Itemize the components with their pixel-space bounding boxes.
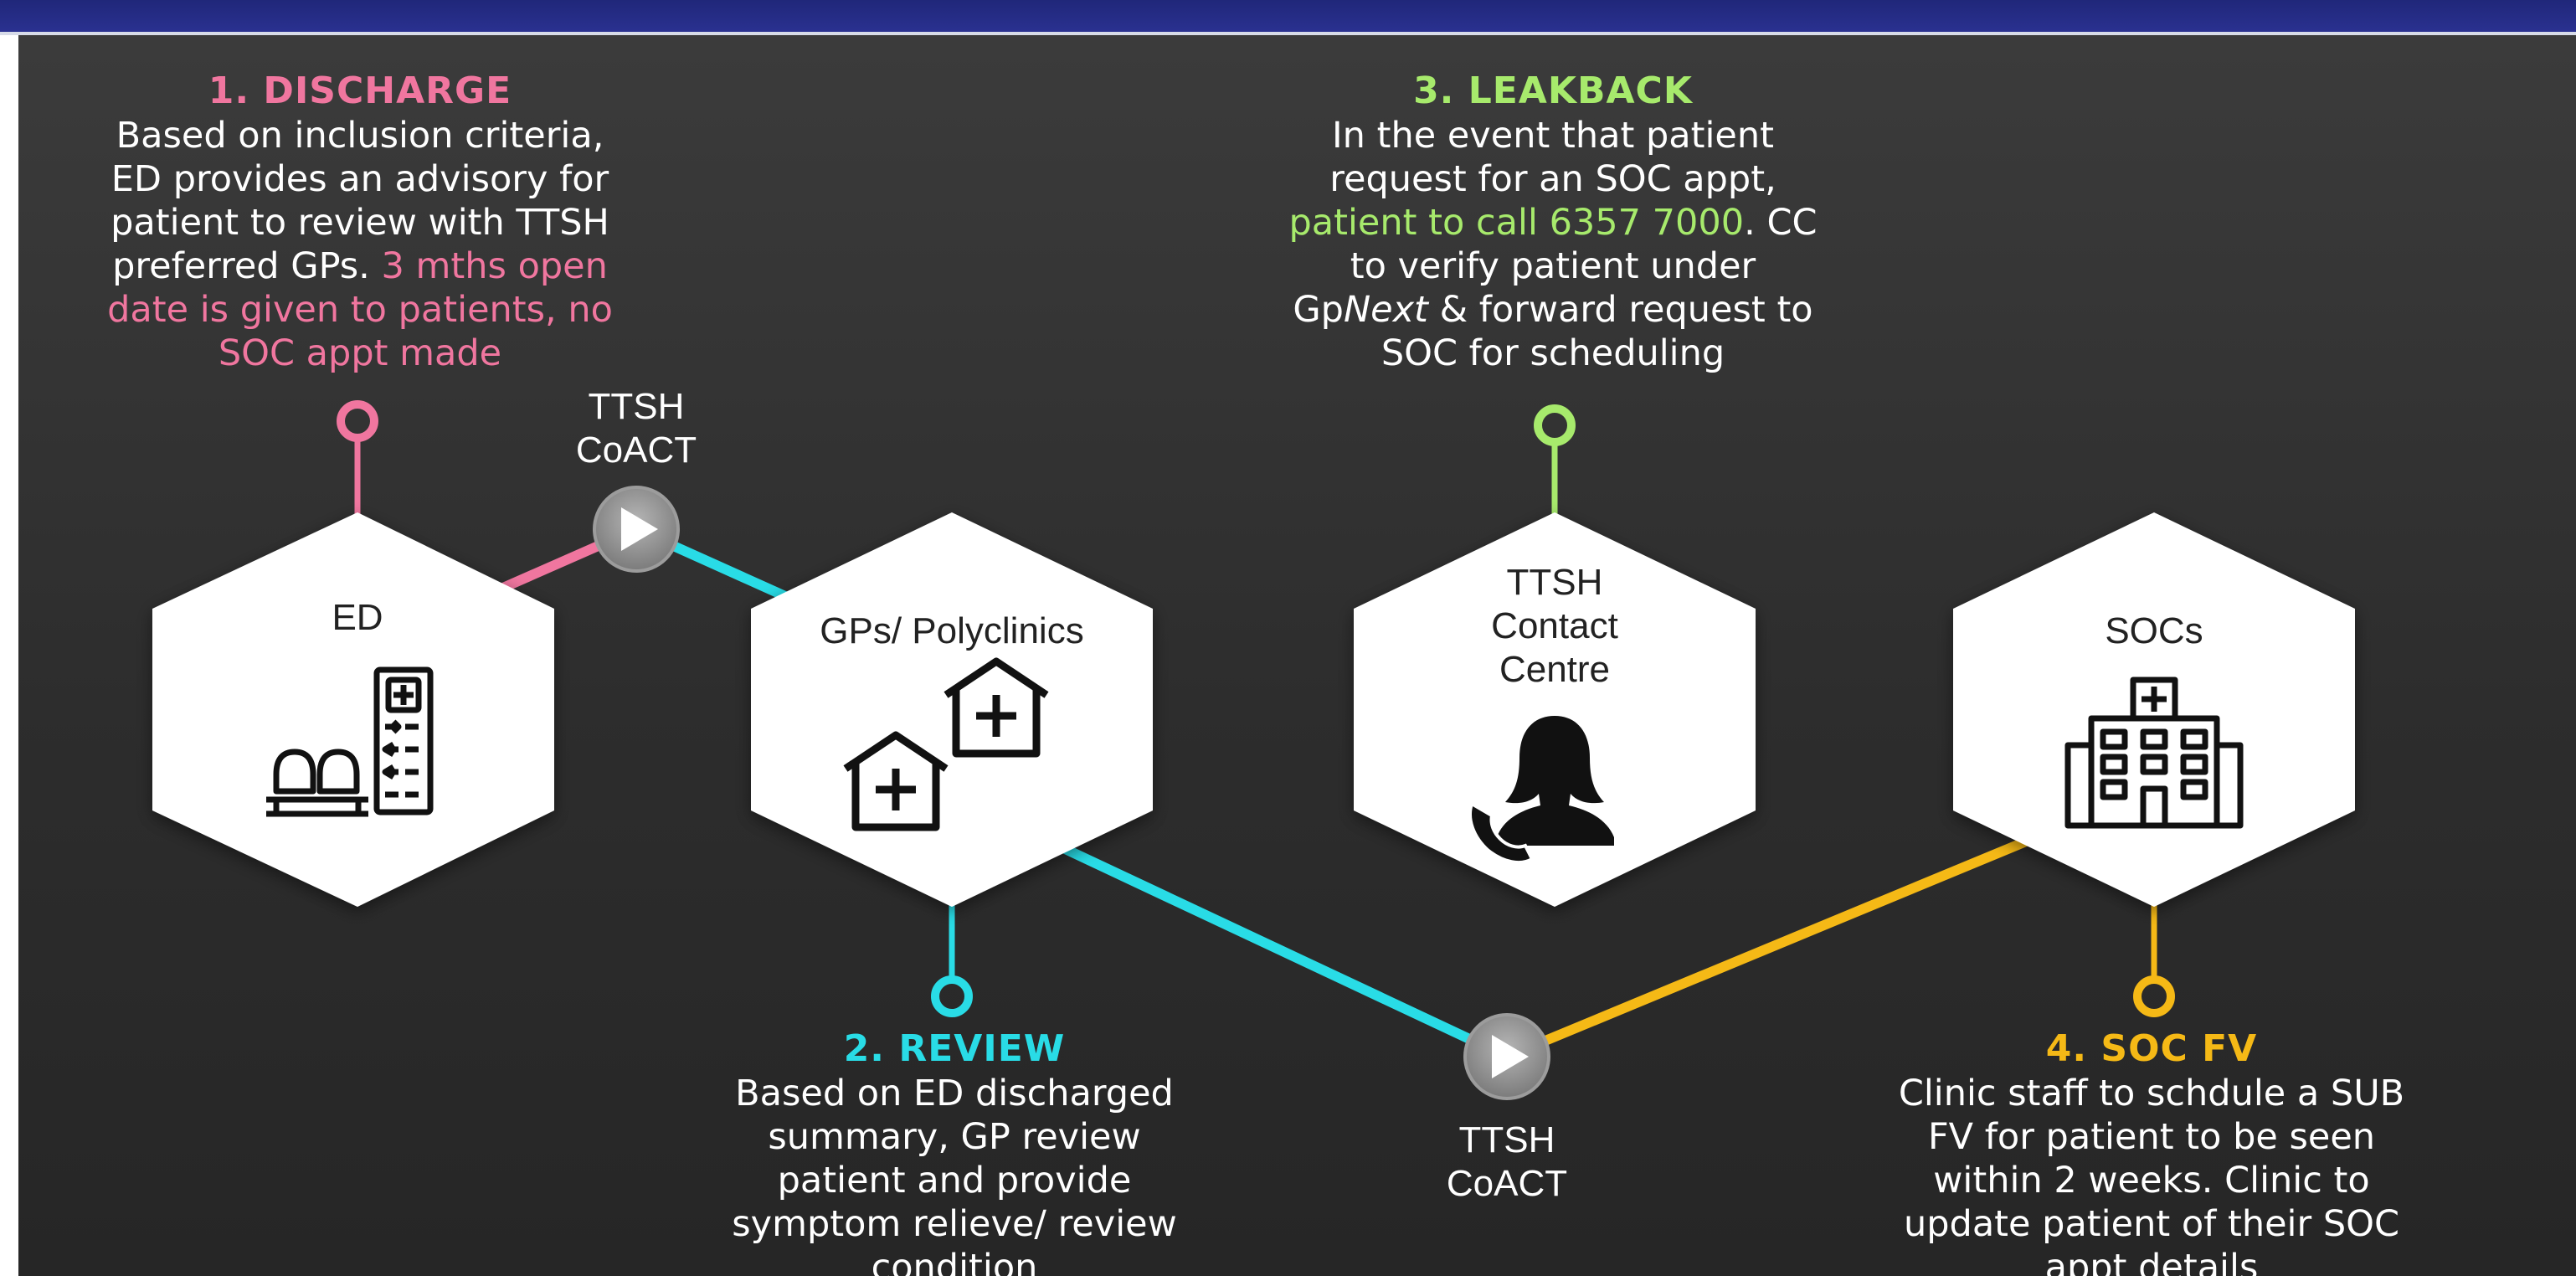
coact-top-line-1: TTSH xyxy=(588,386,685,427)
clinic-houses-icon xyxy=(843,657,1049,831)
leakback-gp-prefix: Gp xyxy=(1293,289,1344,331)
hexagon-contact-centre xyxy=(1354,512,1756,907)
coact-top-line-2: CoACT xyxy=(575,430,697,471)
leakback-gp-next: Next xyxy=(1343,289,1428,331)
discharge-line-5: date is given to patients, no xyxy=(107,289,613,331)
soc-fv-line-2: FV for patient to be seen xyxy=(1927,1116,2376,1158)
step-leakback: 3. LEAKBACK In the event that patient re… xyxy=(1206,69,1900,375)
soc-fv-line-3: within 2 weeks. Clinic to xyxy=(1933,1160,2370,1201)
review-line-4: symptom relieve/ review xyxy=(732,1203,1177,1245)
review-line-2: summary, GP review xyxy=(768,1116,1141,1158)
soc-fv-line-4: update patient of their SOC xyxy=(1903,1203,2399,1245)
pin-soc-fv xyxy=(2133,975,2175,1017)
leakback-line-1: In the event that patient xyxy=(1332,115,1774,157)
discharge-line-4: preferred GPs. 3 mths open xyxy=(33,244,686,288)
coact-bottom-play-icon xyxy=(1463,1013,1550,1100)
leakback-phone-text: patient to call 6357 7000 xyxy=(1288,202,1745,244)
connector-coact-bottom-to-socs xyxy=(1504,836,2028,1062)
node-contact-line-2: Contact xyxy=(1491,605,1618,646)
coact-bottom-label: TTSH CoACT xyxy=(1415,1119,1599,1206)
leakback-line-3-tail: . CC xyxy=(1744,202,1818,244)
leakback-line-4: to verify patient under xyxy=(1350,245,1756,287)
node-contact-label: TTSH Contact Centre xyxy=(1429,561,1680,692)
left-border-strip xyxy=(0,35,18,1276)
review-line-5: condition xyxy=(871,1247,1038,1276)
coact-top-label: TTSH CoACT xyxy=(544,385,728,472)
step-soc-fv: 4. SOC FV Clinic staff to schdule a SUB … xyxy=(1817,1026,2486,1276)
soc-fv-line-1: Clinic staff to schdule a SUB xyxy=(1898,1073,2405,1114)
step-discharge: 1. DISCHARGE Based on inclusion criteria… xyxy=(33,69,686,375)
discharge-line-4-highlight: 3 mths open xyxy=(381,245,608,287)
leakback-line-5-tail: & forward request to xyxy=(1427,289,1813,331)
coact-top-play-icon xyxy=(593,486,680,573)
discharge-line-3: patient to review with TTSH xyxy=(111,202,609,244)
hexagon-ed xyxy=(152,512,554,907)
connector-gps-to-coact-bottom xyxy=(1002,816,1509,1062)
coact-bottom-line-2: CoACT xyxy=(1446,1163,1568,1204)
discharge-title: 1. DISCHARGE xyxy=(208,69,512,112)
coact-bottom-line-1: TTSH xyxy=(1458,1119,1555,1160)
discharge-line-6: SOC appt made xyxy=(218,332,502,374)
node-contact-line-1: TTSH xyxy=(1506,562,1603,603)
node-contact-line-3: Centre xyxy=(1499,649,1611,690)
review-line-3: patient and provide xyxy=(777,1160,1132,1201)
soc-fv-line-5: appt details xyxy=(2044,1247,2259,1276)
discharge-line-1: Based on inclusion criteria, xyxy=(116,115,604,157)
leakback-line-6: SOC for scheduling xyxy=(1381,332,1725,374)
pin-review xyxy=(931,975,973,1017)
pin-leakback xyxy=(1534,404,1576,446)
leakback-title: 3. LEAKBACK xyxy=(1413,69,1693,112)
leakback-line-5: GpNext & forward request to xyxy=(1206,288,1900,332)
hospital-building-icon xyxy=(2064,677,2244,829)
call-centre-agent-icon xyxy=(1468,716,1614,865)
title-banner xyxy=(0,0,2576,35)
soc-fv-title: 4. SOC FV xyxy=(2045,1027,2258,1070)
step-review: 2. REVIEW Based on ED discharged summary… xyxy=(636,1026,1273,1276)
node-ed-label: ED xyxy=(332,597,383,638)
pin-discharge xyxy=(337,400,378,442)
review-line-1: Based on ED discharged xyxy=(735,1073,1174,1114)
discharge-line-2: ED provides an advisory for xyxy=(111,158,609,200)
leakback-line-2: request for an SOC appt, xyxy=(1329,158,1776,200)
hexagon-gps xyxy=(751,512,1153,907)
discharge-line-4-white: preferred GPs. xyxy=(112,245,382,287)
leakback-line-3: patient to call 6357 7000. CC xyxy=(1206,201,1900,244)
hospital-waiting-icon xyxy=(266,666,434,817)
review-title: 2. REVIEW xyxy=(843,1027,1066,1070)
node-socs-label: SOCs xyxy=(2105,610,2203,651)
node-gps-label: GPs/ Polyclinics xyxy=(820,610,1084,651)
